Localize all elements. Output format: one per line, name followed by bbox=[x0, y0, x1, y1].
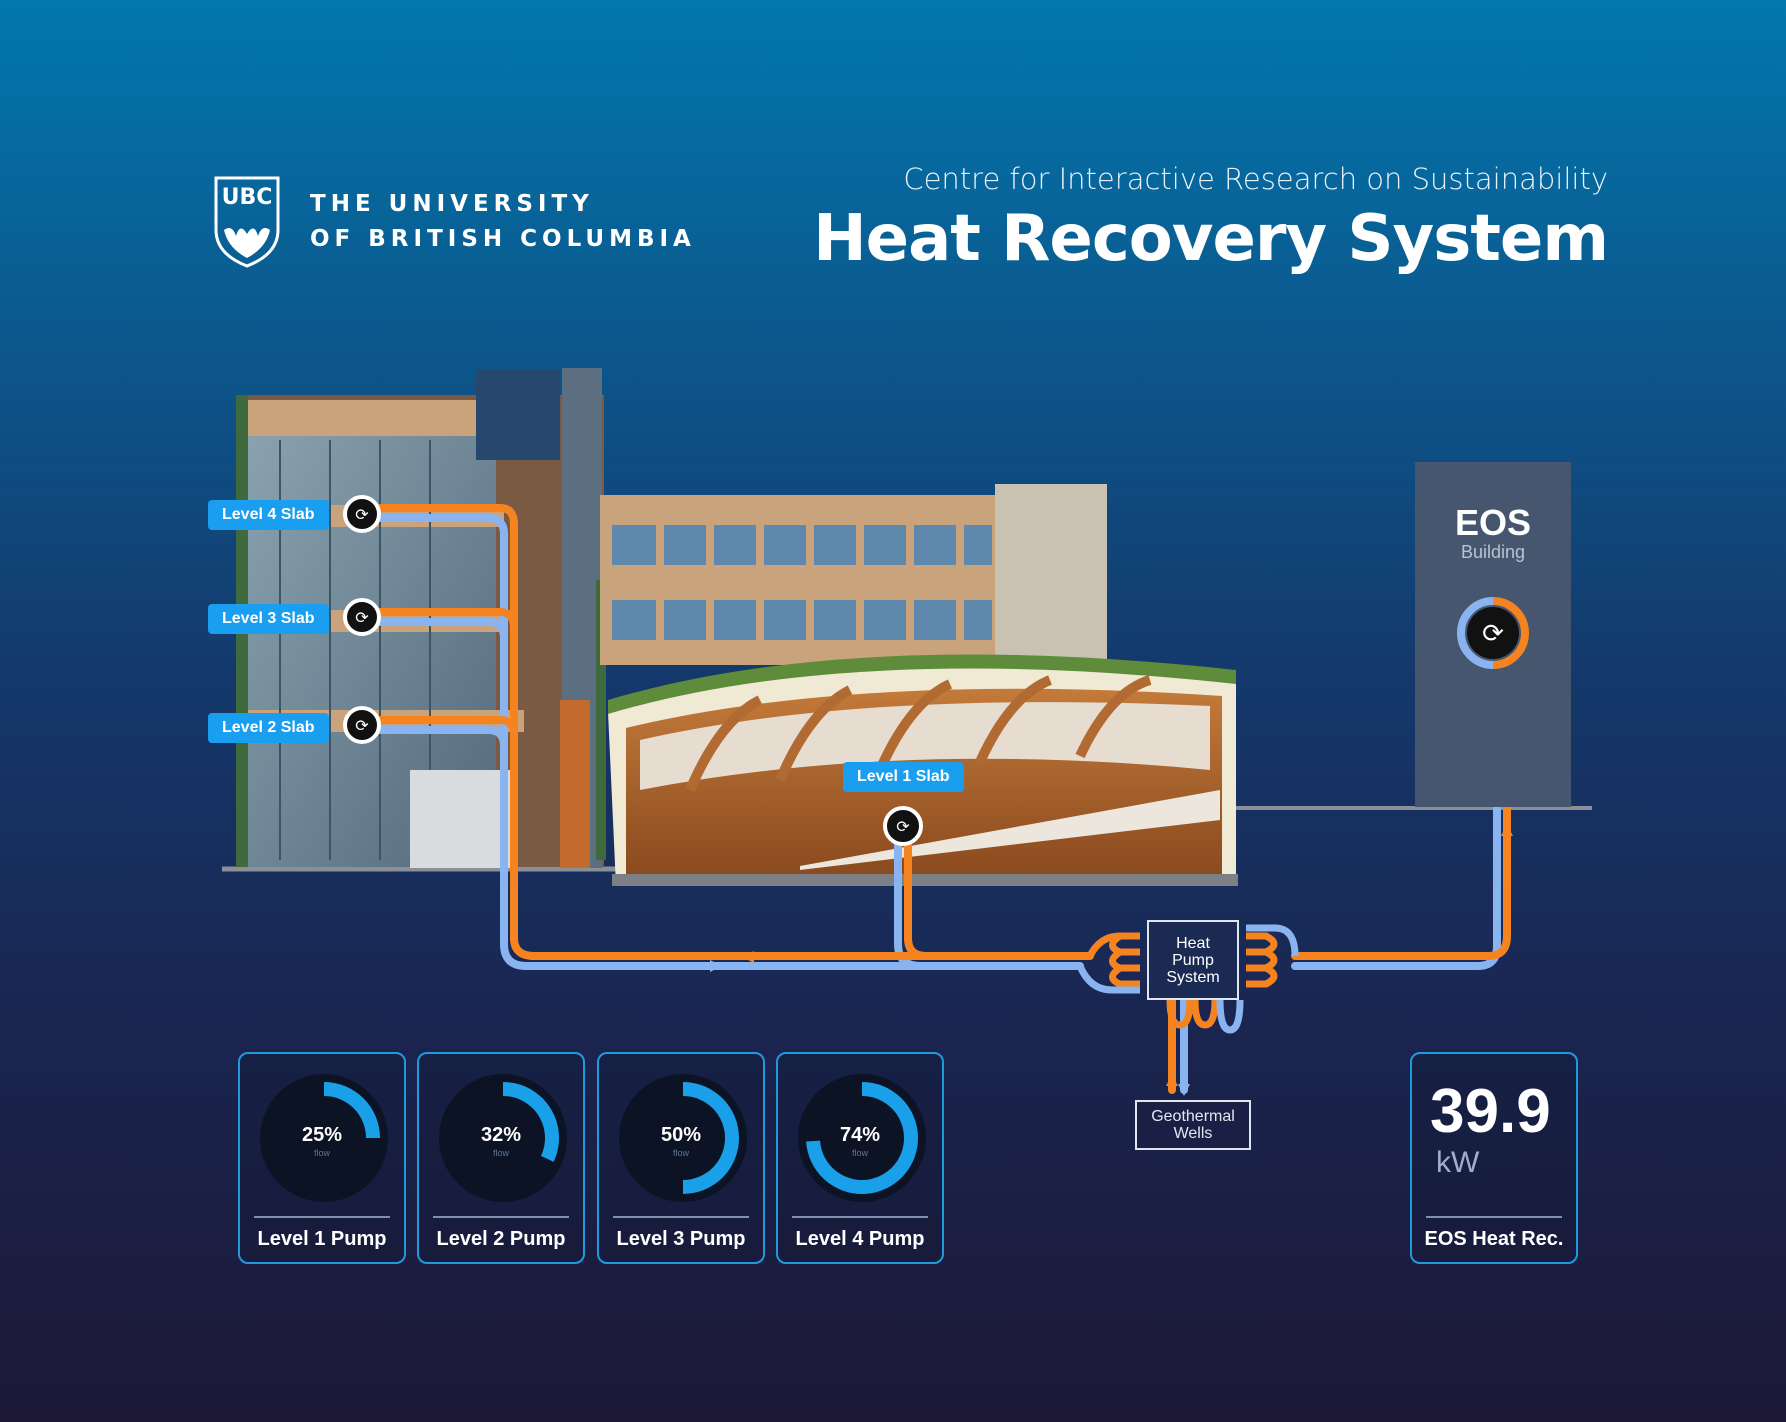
heat-pump-label: Heat Pump System bbox=[1166, 934, 1220, 986]
flow-gauge bbox=[619, 1074, 747, 1202]
flow-arrow-icon bbox=[1178, 1084, 1190, 1096]
divider bbox=[1426, 1216, 1562, 1218]
flow-arrow-icon bbox=[710, 960, 722, 972]
heat-recovery-label: EOS Heat Rec. bbox=[1424, 1228, 1564, 1250]
gauge-percent: 50% bbox=[660, 1124, 702, 1146]
slab-label-level2: Level 2 Slab bbox=[208, 713, 329, 743]
divider bbox=[254, 1216, 390, 1218]
gauge-percent: 32% bbox=[480, 1124, 522, 1146]
gauge-unit: flow bbox=[313, 1148, 330, 1158]
flow-gauge bbox=[260, 1074, 388, 1202]
gauge-percent: 25% bbox=[301, 1124, 343, 1146]
flow-arrow-icon bbox=[1166, 1074, 1178, 1086]
pump-card-level4[interactable]: 74% flow Level 4 Pump bbox=[776, 1052, 944, 1264]
divider bbox=[792, 1216, 928, 1218]
cold-water-loop bbox=[372, 514, 1501, 1094]
university-name: THE UNIVERSITY OF BRITISH COLUMBIA bbox=[310, 187, 696, 257]
heat-recovery-unit: kW bbox=[1436, 1146, 1480, 1179]
pump-label: Level 4 Pump bbox=[795, 1228, 925, 1250]
divider bbox=[433, 1216, 569, 1218]
slab-label-level4: Level 4 Slab bbox=[208, 500, 329, 530]
pump-label: Level 2 Pump bbox=[436, 1228, 566, 1250]
flow-gauge bbox=[798, 1074, 926, 1202]
heat-pump-system: Heat Pump System bbox=[1147, 920, 1239, 1000]
eos-title: EOS bbox=[1454, 502, 1532, 543]
pump-card-level1[interactable]: 25% flow Level 1 Pump bbox=[238, 1052, 406, 1264]
svg-text:⟳: ⟳ bbox=[1482, 619, 1504, 649]
geothermal-label: Geothermal Wells bbox=[1151, 1108, 1235, 1142]
svg-text:⟳: ⟳ bbox=[355, 716, 369, 735]
pump-node-level4-icon[interactable]: ⟳ bbox=[343, 495, 381, 533]
pump-label: Level 1 Pump bbox=[257, 1228, 387, 1250]
divider bbox=[613, 1216, 749, 1218]
svg-text:⟳: ⟳ bbox=[896, 817, 910, 836]
svg-text:UBC: UBC bbox=[222, 185, 273, 210]
gauge-unit: flow bbox=[672, 1148, 689, 1158]
eos-subtitle: Building bbox=[1460, 542, 1526, 562]
svg-text:⟳: ⟳ bbox=[355, 505, 369, 524]
geothermal-wells: Geothermal Wells bbox=[1135, 1100, 1251, 1150]
pump-node-level2-icon[interactable]: ⟳ bbox=[343, 706, 381, 744]
gauge-unit: flow bbox=[492, 1148, 509, 1158]
gauge-unit: flow bbox=[851, 1148, 868, 1158]
page-title: Heat Recovery System bbox=[813, 202, 1609, 276]
pump-label: Level 3 Pump bbox=[616, 1228, 746, 1250]
university-line1: THE UNIVERSITY bbox=[310, 191, 594, 217]
ubc-crest-icon: UBC bbox=[214, 176, 280, 268]
back-building bbox=[600, 484, 1107, 665]
pump-node-level1-icon[interactable]: ⟳ bbox=[883, 806, 923, 846]
slab-label-level3: Level 3 Slab bbox=[208, 604, 329, 634]
pump-card-level3[interactable]: 50% flow Level 3 Pump bbox=[597, 1052, 765, 1264]
eos-heat-recovery-card[interactable]: 39.9 kW EOS Heat Rec. bbox=[1410, 1052, 1578, 1264]
flow-arrow-icon bbox=[1501, 824, 1513, 836]
pump-node-level3-icon[interactable]: ⟳ bbox=[343, 598, 381, 636]
flow-arrow-icon bbox=[742, 951, 754, 963]
gauge-percent: 74% bbox=[839, 1124, 881, 1146]
eos-pump-node-icon[interactable]: ⟳ bbox=[1455, 597, 1531, 697]
svg-text:⟳: ⟳ bbox=[355, 608, 369, 627]
ubc-logo: UBC THE UNIVERSITY OF BRITISH COLUMBIA bbox=[212, 174, 696, 270]
slab-label-level1: Level 1 Slab bbox=[843, 762, 964, 792]
flow-gauge bbox=[439, 1074, 567, 1202]
pump-card-level2[interactable]: 32% flow Level 2 Pump bbox=[417, 1052, 585, 1264]
eos-building: EOS Building ⟳ bbox=[1415, 462, 1571, 807]
page-subtitle: Centre for Interactive Research on Susta… bbox=[903, 162, 1608, 196]
page-header: Centre for Interactive Research on Susta… bbox=[813, 162, 1609, 276]
heat-exchanger-coils bbox=[1076, 924, 1299, 1034]
heat-recovery-value: 39.9 bbox=[1430, 1077, 1551, 1146]
university-line2: OF BRITISH COLUMBIA bbox=[310, 226, 696, 252]
